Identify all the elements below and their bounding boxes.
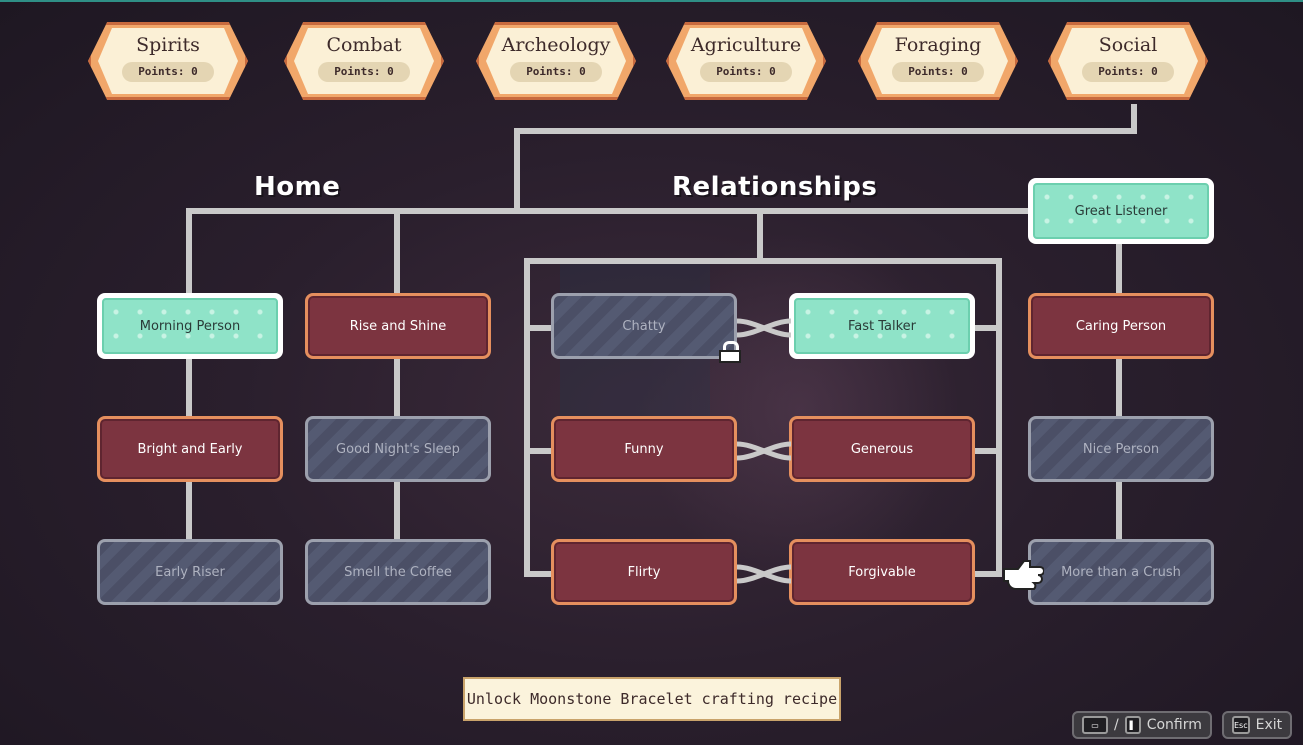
perk-good-nights-sleep[interactable]: Good Night's Sleep	[305, 416, 491, 482]
tab-foraging[interactable]: Foraging Points: 0	[858, 22, 1018, 100]
spacebar-key-icon: ▭	[1082, 716, 1108, 734]
tab-title: Spirits	[136, 34, 200, 56]
braid-connector-icon	[737, 441, 791, 461]
perk-label: Morning Person	[139, 318, 241, 334]
tab-points: Points: 0	[1082, 62, 1174, 82]
perk-label: Generous	[850, 441, 914, 457]
tab-social[interactable]: Social Points: 0	[1048, 22, 1208, 100]
perk-rise-and-shine[interactable]: Rise and Shine	[305, 293, 491, 359]
perk-description-tooltip: Unlock Moonstone Bracelet crafting recip…	[463, 677, 841, 721]
tab-archeology[interactable]: Archeology Points: 0	[476, 22, 636, 100]
top-border	[0, 0, 1303, 2]
section-title-relationships: Relationships	[672, 172, 878, 202]
separator: /	[1114, 717, 1119, 733]
background-scene	[640, 230, 960, 590]
section-title-home: Home	[254, 172, 341, 202]
tab-title: Agriculture	[690, 34, 802, 56]
perk-funny[interactable]: Funny	[551, 416, 737, 482]
perk-great-listener[interactable]: Great Listener	[1028, 178, 1214, 244]
perk-early-riser[interactable]: Early Riser	[97, 539, 283, 605]
perk-label: Funny	[624, 441, 664, 457]
perk-morning-person[interactable]: Morning Person	[97, 293, 283, 359]
pointer-hand-icon	[1003, 560, 1044, 590]
perk-generous[interactable]: Generous	[789, 416, 975, 482]
perk-forgivable[interactable]: Forgivable	[789, 539, 975, 605]
braid-connector-icon	[737, 318, 791, 338]
exit-hint[interactable]: Esc Exit	[1222, 711, 1292, 739]
confirm-label: Confirm	[1146, 717, 1202, 733]
tab-agriculture[interactable]: Agriculture Points: 0	[666, 22, 826, 100]
tab-combat[interactable]: Combat Points: 0	[284, 22, 444, 100]
perk-fast-talker[interactable]: Fast Talker	[789, 293, 975, 359]
tab-points: Points: 0	[318, 62, 410, 82]
perk-label: More than a Crush	[1061, 564, 1181, 580]
tab-points: Points: 0	[700, 62, 792, 82]
perk-smell-the-coffee[interactable]: Smell the Coffee	[305, 539, 491, 605]
perk-bright-and-early[interactable]: Bright and Early	[97, 416, 283, 482]
perk-label: Good Night's Sleep	[336, 441, 460, 457]
perk-chatty[interactable]: Chatty	[551, 293, 737, 359]
perk-label: Chatty	[622, 318, 666, 334]
lock-icon	[719, 341, 741, 363]
braid-connector-icon	[737, 564, 791, 584]
perk-more-than-a-crush[interactable]: More than a Crush	[1028, 539, 1214, 605]
tab-title: Social	[1098, 34, 1158, 56]
perk-label: Flirty	[627, 564, 661, 580]
exit-label: Exit	[1255, 717, 1283, 733]
perk-caring-person[interactable]: Caring Person	[1028, 293, 1214, 359]
tab-points: Points: 0	[892, 62, 984, 82]
perk-label: Nice Person	[1082, 441, 1160, 457]
tab-points: Points: 0	[122, 62, 214, 82]
perk-label: Caring Person	[1075, 318, 1167, 334]
perk-label: Smell the Coffee	[344, 564, 452, 580]
perk-flirty[interactable]: Flirty	[551, 539, 737, 605]
perk-nice-person[interactable]: Nice Person	[1028, 416, 1214, 482]
perk-label: Great Listener	[1074, 203, 1168, 219]
tab-title: Foraging	[894, 34, 982, 56]
confirm-hint[interactable]: ▭ / ▌ Confirm	[1072, 711, 1212, 739]
perk-label: Early Riser	[155, 564, 225, 580]
perk-label: Fast Talker	[847, 318, 917, 334]
esc-key-icon: Esc	[1232, 716, 1250, 734]
tab-spirits[interactable]: Spirits Points: 0	[88, 22, 248, 100]
mouse-click-icon: ▌	[1124, 716, 1141, 734]
tab-title: Archeology	[501, 34, 611, 56]
perk-label: Rise and Shine	[349, 318, 447, 334]
perk-label: Forgivable	[848, 564, 916, 580]
tab-title: Combat	[326, 34, 402, 56]
perk-label: Bright and Early	[137, 441, 243, 457]
tab-points: Points: 0	[510, 62, 602, 82]
